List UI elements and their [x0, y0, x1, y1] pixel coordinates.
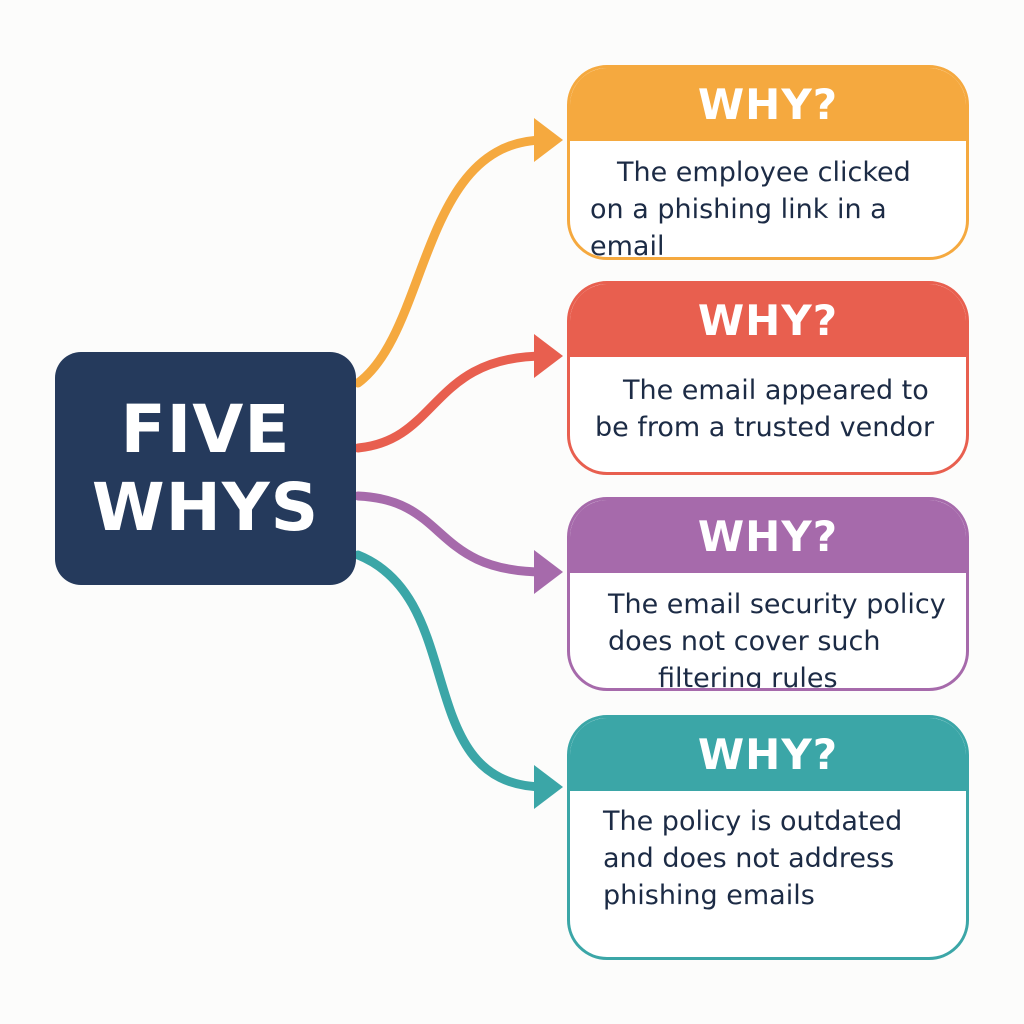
title-line-2: WHYS [91, 468, 320, 546]
why-answer-4-line-3: phishing emails [603, 880, 815, 911]
why-header-1: WHY? [570, 68, 966, 141]
why-answer-2: The email appeared to be from a trusted … [570, 357, 966, 446]
why-answer-3-line-1: The email security policy [608, 589, 946, 620]
why-header-3: WHY? [570, 500, 966, 573]
why-answer-3-line-2: does not cover such [608, 626, 881, 657]
why-card-2: WHY? The email appeared to be from a tru… [567, 281, 969, 475]
why-card-1: WHY? The employee clicked on a phishing … [567, 65, 969, 260]
why-answer-2-line-1: The email appeared to [623, 375, 929, 406]
why-answer-2-line-2: be from a trusted vendor [595, 412, 935, 443]
why-header-4: WHY? [570, 718, 966, 791]
why-header-2: WHY? [570, 284, 966, 357]
why-card-3: WHY? The email security policy does not … [567, 497, 969, 691]
why-answer-1: The employee clicked on a phishing link … [570, 141, 966, 260]
connector-arrow-4 [353, 550, 550, 792]
title-line-1: FIVE [120, 390, 291, 468]
arrowhead-1 [534, 118, 563, 162]
connector-arrow-2 [353, 351, 550, 453]
why-answer-4-line-1: The policy is outdated [603, 806, 903, 837]
arrowhead-3 [534, 550, 563, 594]
why-answer-1-line-1: The employee clicked [617, 157, 911, 188]
why-answer-3: The email security policy does not cover… [570, 573, 966, 691]
arrowhead-2 [534, 334, 563, 378]
why-card-4: WHY? The policy is outdated and does not… [567, 715, 969, 960]
why-answer-3-line-3: filtering rules [658, 663, 838, 691]
why-answer-4: The policy is outdated and does not addr… [570, 791, 966, 914]
why-answer-1-line-2: on a phishing link in a email [590, 194, 887, 260]
connector-arrow-1 [353, 135, 550, 388]
why-answer-4-line-2: and does not address [603, 843, 895, 874]
five-whys-title-box: FIVE WHYS [55, 352, 356, 585]
connector-arrow-3 [353, 491, 550, 577]
arrowhead-4 [534, 765, 563, 809]
